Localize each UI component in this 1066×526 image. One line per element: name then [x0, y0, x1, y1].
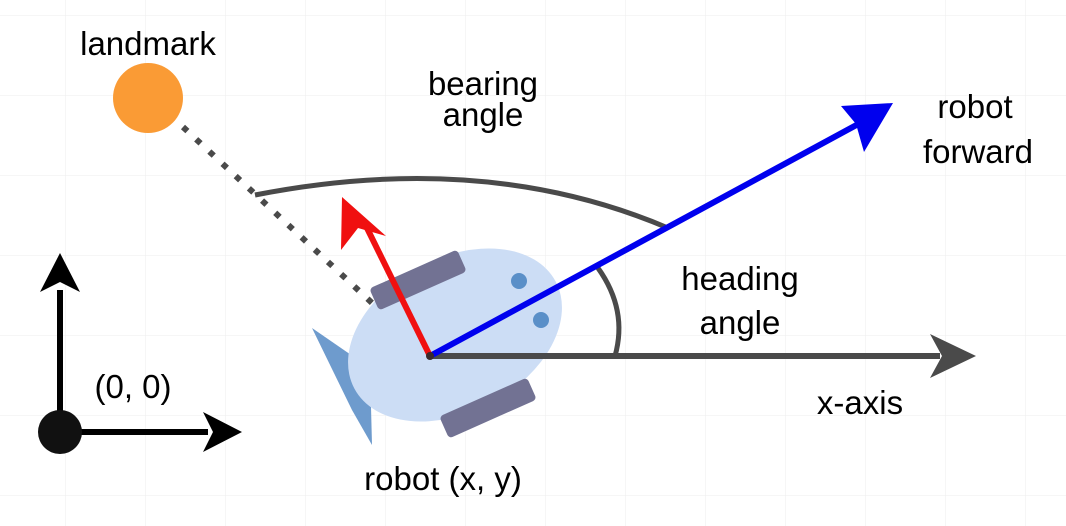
world-x-axis-arrowhead — [203, 412, 242, 452]
world-y-axis-arrowhead — [40, 253, 80, 292]
robot-wheel-top — [370, 250, 466, 310]
robot-forward-line — [428, 119, 864, 359]
robot-fin — [312, 328, 372, 445]
bearing-angle-arc — [254, 176, 669, 231]
robot-lateral-line — [363, 224, 433, 358]
heading-angle-label-line2: angle — [700, 304, 781, 341]
heading-angle-arc — [595, 266, 622, 357]
bearing-angle-label-line2: angle — [443, 96, 524, 133]
origin-label: (0, 0) — [94, 368, 171, 405]
robot-sensor-dot — [511, 273, 527, 289]
origin-dot — [38, 410, 82, 454]
robot-wheel-bottom — [440, 378, 536, 438]
x-axis-arrowhead — [930, 334, 976, 378]
robot-label: robot (x, y) — [364, 460, 522, 497]
x-axis-label: x-axis — [817, 384, 903, 421]
robot-sensor-dot — [533, 312, 549, 328]
robot-forward-label-line2: forward — [923, 133, 1033, 170]
landmark-label: landmark — [80, 25, 216, 62]
bearing-angle-label-line1: bearing — [428, 65, 538, 102]
robot-forward-arrowhead — [841, 103, 893, 152]
heading-angle-label-line1: heading — [681, 260, 798, 297]
robot-origin-point — [426, 352, 434, 360]
landmark-circle — [113, 63, 183, 133]
landmark-line-of-sight — [180, 124, 431, 358]
robot-forward-label-line1: robot — [937, 88, 1012, 125]
robot-lateral-arrowhead — [341, 197, 386, 250]
